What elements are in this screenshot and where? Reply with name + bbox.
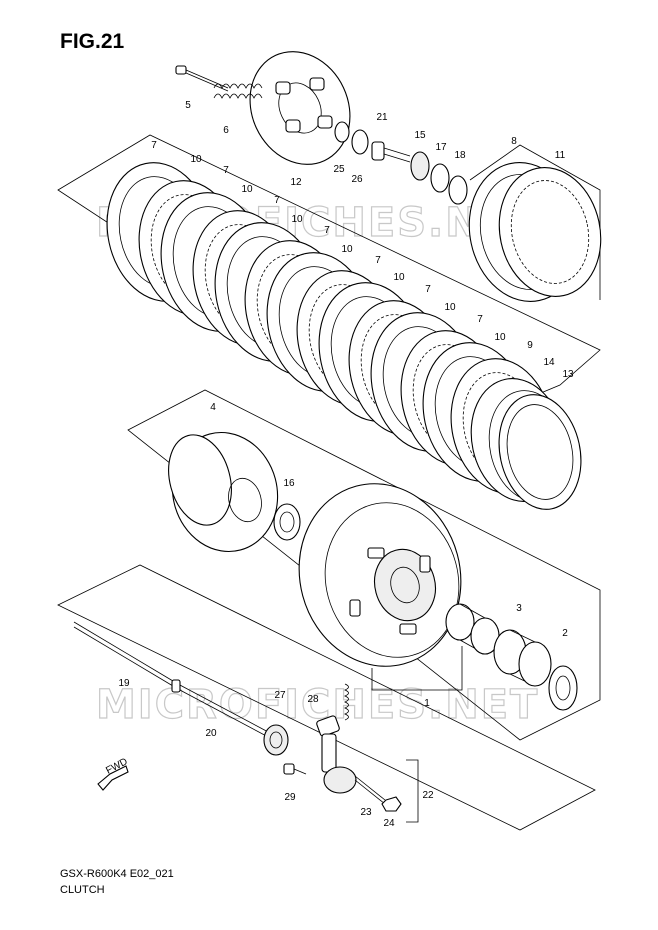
washer-16 [273, 503, 301, 541]
bracket-1 [371, 646, 463, 691]
callout-c1: 1 [424, 698, 430, 709]
bracket-22 [406, 759, 419, 823]
callout-c12: 12 [290, 177, 302, 188]
callout-c10c: 10 [291, 214, 303, 225]
nut-24 [381, 796, 402, 812]
callout-c24: 24 [383, 818, 395, 829]
washer-18 [448, 175, 468, 205]
callout-c4: 4 [210, 402, 216, 413]
callout-c9: 9 [527, 340, 533, 351]
callout-labels: 5612252621151718811710710710710710710710… [118, 100, 574, 829]
washer-17 [430, 163, 450, 193]
watermark-bottom: MICROFICHES.NET [96, 682, 539, 728]
push-rod-21 [371, 141, 411, 163]
callout-c19: 19 [118, 678, 130, 689]
callout-c27: 27 [274, 690, 286, 701]
callout-c10b: 10 [241, 184, 253, 195]
shaft-group-outline [57, 564, 596, 831]
callout-c10f: 10 [444, 302, 456, 313]
spacer-bush [445, 603, 500, 655]
driven-plate-11 [498, 167, 602, 297]
hub-group-outline [127, 389, 601, 741]
nut-15 [410, 151, 430, 181]
bolt-29 [283, 763, 307, 775]
thrust-washer-2 [548, 665, 578, 711]
callout-c13: 13 [562, 369, 574, 380]
callout-c10d: 10 [341, 244, 353, 255]
callout-c7c: 7 [274, 195, 280, 206]
callout-c20: 20 [205, 728, 217, 739]
needle-bearing-3 [493, 629, 552, 687]
bearing-26 [351, 129, 369, 155]
callout-c5: 5 [185, 100, 191, 111]
pressure-plate [249, 51, 351, 165]
group-name: CLUTCH [60, 884, 105, 896]
callout-c17: 17 [435, 142, 447, 153]
callout-c15: 15 [414, 130, 426, 141]
callout-c7a: 7 [151, 140, 157, 151]
callout-c7e: 7 [375, 255, 381, 266]
callout-c21: 21 [376, 112, 388, 123]
fwd-arrow: FWD [97, 756, 130, 791]
callout-c16: 16 [283, 478, 295, 489]
callout-c10g: 10 [494, 332, 506, 343]
callout-c7g: 7 [477, 314, 483, 325]
spring-6 [213, 83, 263, 99]
push-rod-20 [171, 679, 273, 740]
push-rod-19 [73, 621, 179, 690]
oil-seal-27 [263, 724, 289, 756]
callout-c23: 23 [360, 807, 372, 818]
callout-c29: 29 [284, 792, 296, 803]
callout-c10e: 10 [393, 272, 405, 283]
callout-c18: 18 [454, 150, 466, 161]
callout-c14: 14 [543, 357, 555, 368]
callout-c22: 22 [422, 790, 434, 801]
callout-c2: 2 [562, 628, 568, 639]
model-code: GSX-R600K4 E02_021 [60, 868, 174, 880]
callout-c7f: 7 [425, 284, 431, 295]
spring-washer-13 [498, 394, 582, 510]
bolt-5 [175, 65, 229, 92]
clutch-plate-stack [106, 162, 554, 494]
callout-c7b: 7 [223, 165, 229, 176]
primary-driven-gear-1 [298, 483, 462, 667]
callout-c6: 6 [223, 125, 229, 136]
callout-c28: 28 [307, 694, 319, 705]
callout-c10a: 10 [190, 154, 202, 165]
release-arm-22 [316, 715, 386, 805]
circlip-25 [334, 121, 350, 143]
spring-28 [343, 683, 349, 721]
figure-title: FIG.21 [60, 30, 125, 53]
callout-c11: 11 [555, 150, 566, 161]
callout-c3: 3 [516, 603, 522, 614]
callout-c25: 25 [333, 164, 345, 175]
sleeve-hub-4 [168, 431, 279, 553]
callout-c26: 26 [351, 174, 363, 185]
callout-c7d: 7 [324, 225, 330, 236]
callout-c8: 8 [511, 136, 517, 147]
